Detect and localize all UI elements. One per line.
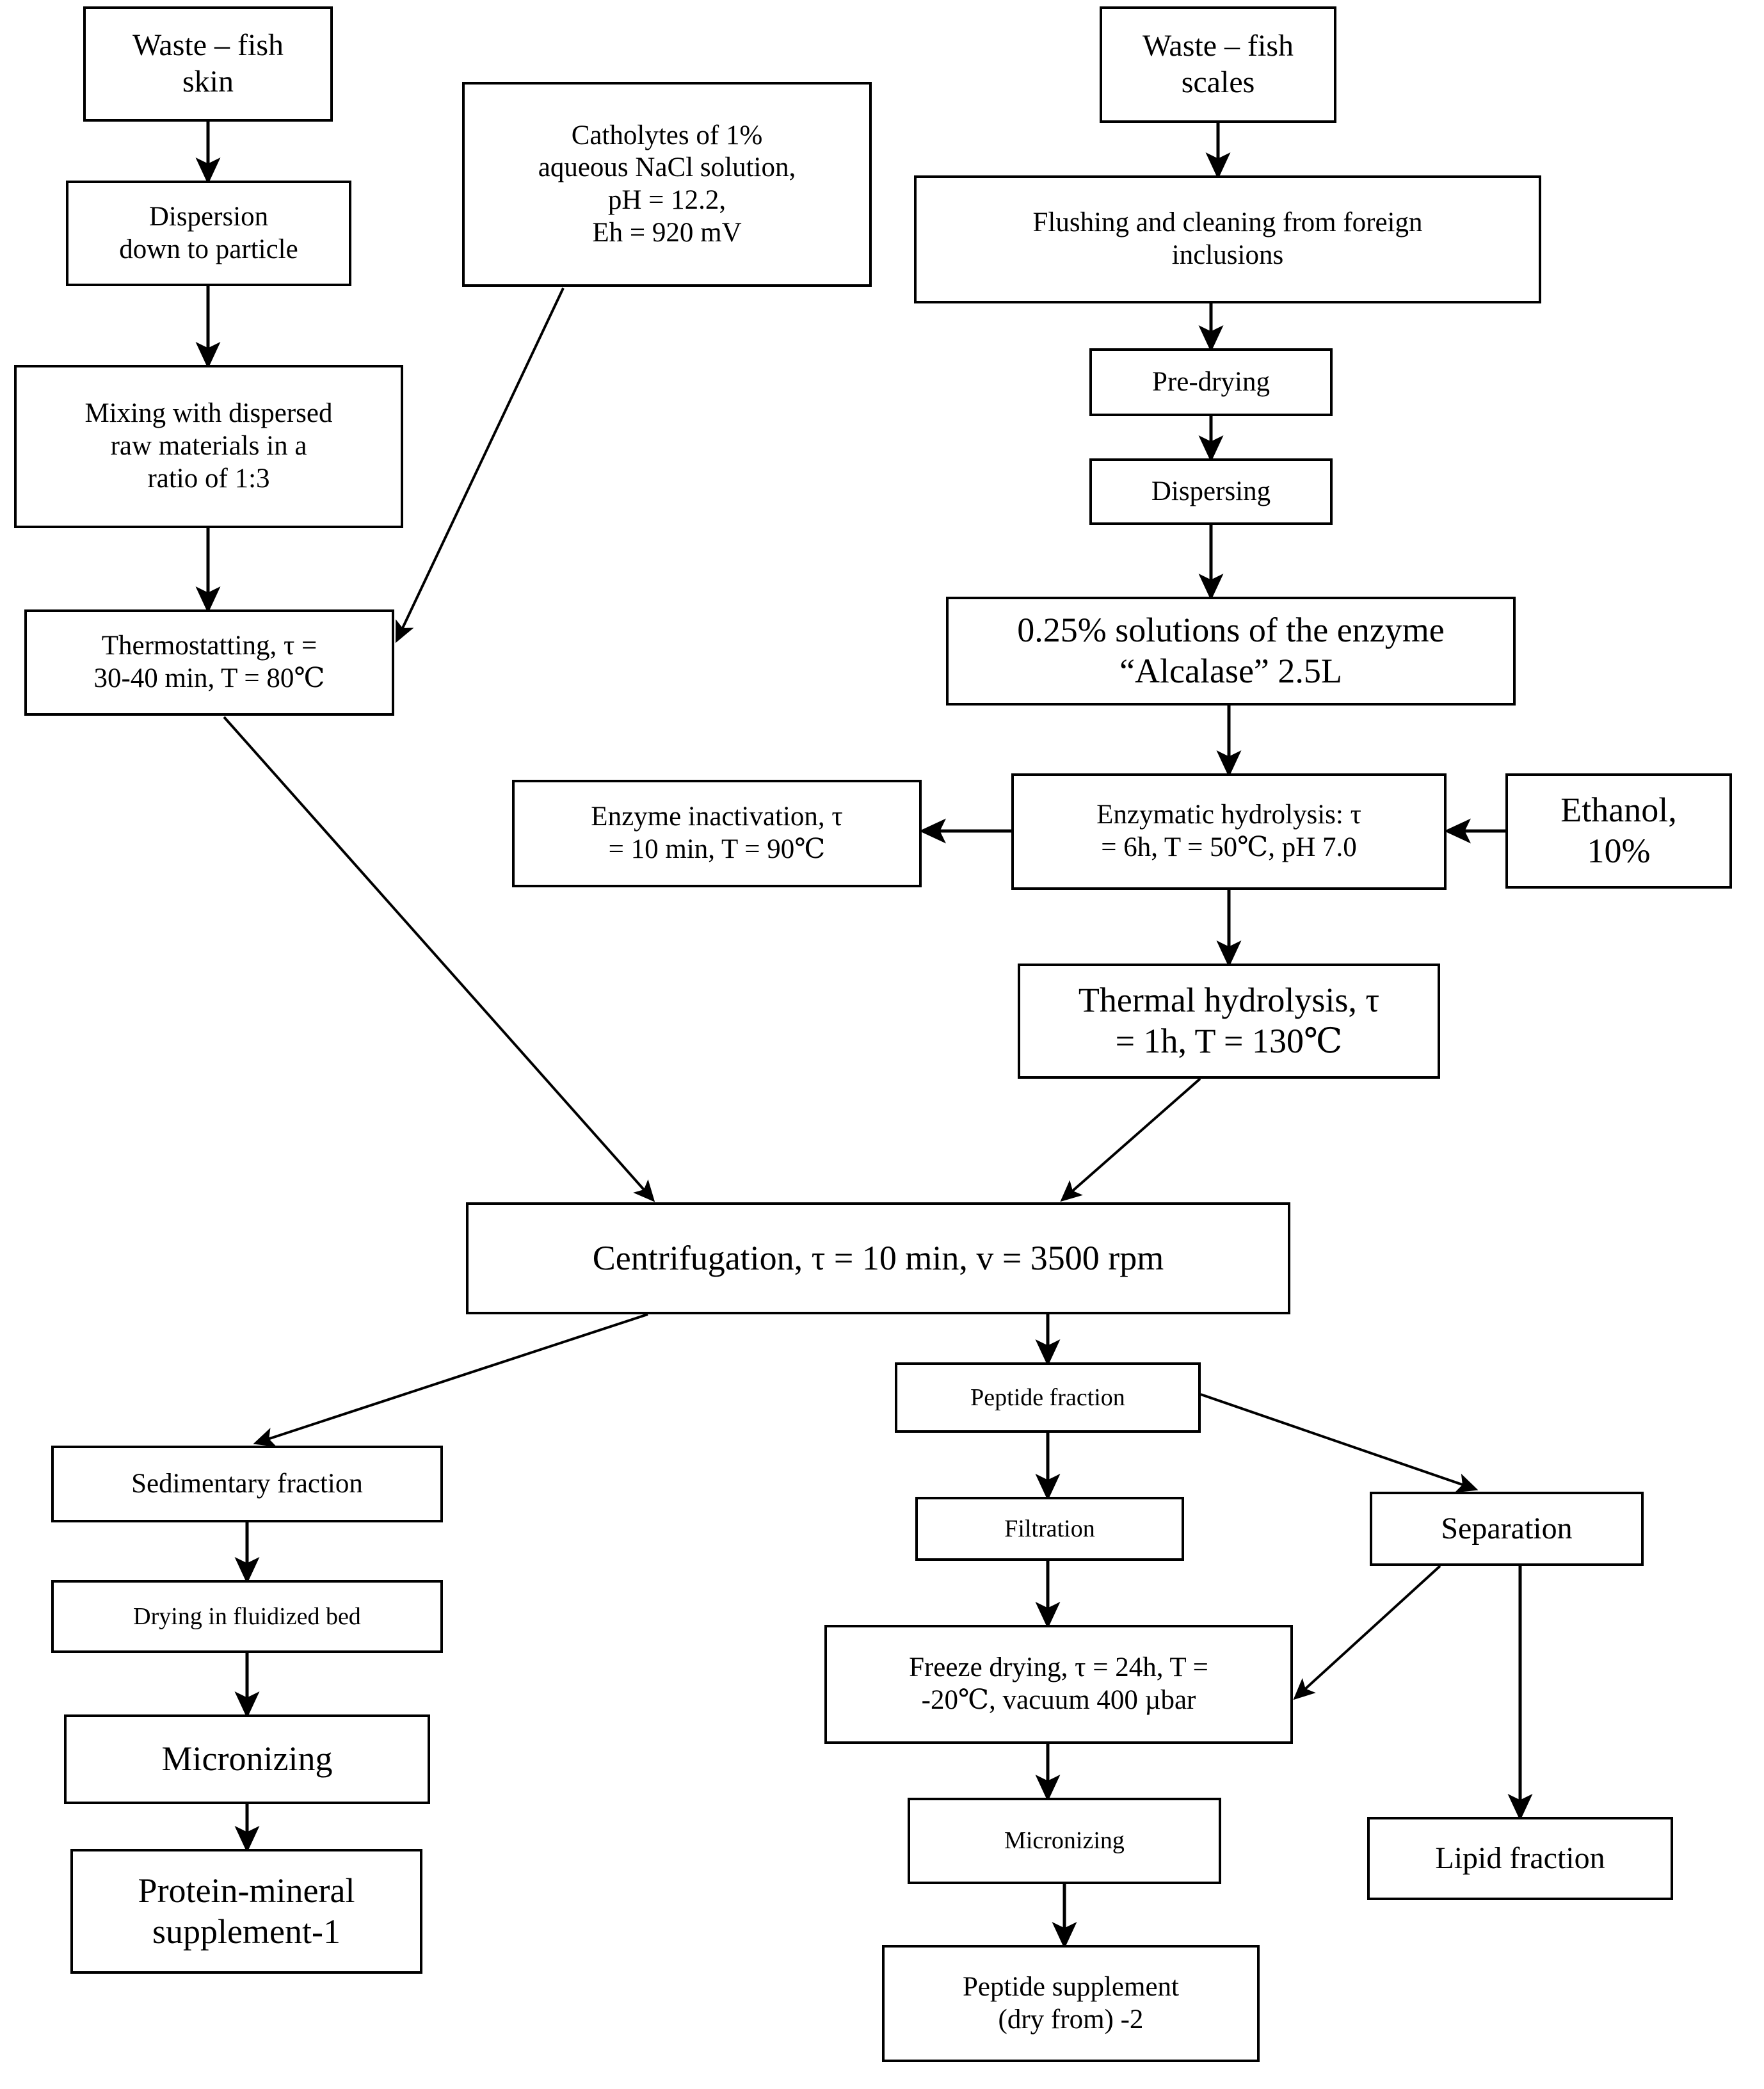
process-node-enzymatic_hydro: Enzymatic hydrolysis: τ = 6h, T = 50℃, p… [1011, 773, 1447, 890]
process-node-drying_bed: Drying in fluidized bed [51, 1580, 443, 1653]
process-node-catholytes: Catholytes of 1% aqueous NaCl solution, … [462, 82, 872, 287]
process-node-predrying: Pre-drying [1089, 348, 1333, 416]
process-node-waste_skin: Waste – fish skin [83, 6, 333, 122]
process-node-centrifugation: Centrifugation, τ = 10 min, v = 3500 rpm [466, 1202, 1290, 1314]
process-node-micronizing_left: Micronizing [64, 1714, 430, 1804]
process-node-filtration: Filtration [915, 1497, 1184, 1561]
arrow-centrifugation-to-sedimentary [253, 1313, 648, 1447]
process-node-ethanol: Ethanol, 10% [1505, 773, 1732, 889]
process-node-separation: Separation [1370, 1492, 1644, 1566]
process-node-mixing: Mixing with dispersed raw materials in a… [14, 365, 403, 528]
process-node-enzyme_inact: Enzyme inactivation, τ = 10 min, T = 90℃ [512, 780, 922, 887]
process-node-micronizing_right: Micronizing [908, 1798, 1221, 1884]
process-node-thermal_hydro: Thermal hydrolysis, τ = 1h, T = 130℃ [1018, 964, 1440, 1079]
arrow-catholytes-to-thermostatting [395, 287, 565, 643]
process-node-dispersion: Dispersion down to particle [66, 181, 351, 286]
process-node-freeze_drying: Freeze drying, τ = 24h, T = -20℃, vacuum… [824, 1625, 1293, 1744]
arrow-separation-to-freeze_drying [1293, 1565, 1441, 1700]
arrow-peptide_fraction-to-separation [1200, 1393, 1479, 1493]
process-node-dispersing: Dispersing [1089, 458, 1333, 525]
process-node-flushing: Flushing and cleaning from foreign inclu… [914, 175, 1541, 303]
arrow-thermal_hydro-to-centrifugation [1060, 1077, 1201, 1202]
process-node-peptide_supp: Peptide supplement (dry from) -2 [882, 1945, 1260, 2062]
process-node-peptide_fraction: Peptide fraction [895, 1362, 1201, 1433]
process-node-lipid_fraction: Lipid fraction [1367, 1817, 1673, 1900]
process-node-waste_scales: Waste – fish scales [1100, 6, 1336, 123]
process-node-sedimentary: Sedimentary fraction [51, 1446, 443, 1522]
process-node-enzyme_solution: 0.25% solutions of the enzyme “Alcalase”… [946, 597, 1516, 706]
process-node-thermostatting: Thermostatting, τ = 30-40 min, T = 80℃ [24, 609, 394, 716]
process-node-protein_mineral: Protein-mineral supplement-1 [70, 1849, 422, 1974]
